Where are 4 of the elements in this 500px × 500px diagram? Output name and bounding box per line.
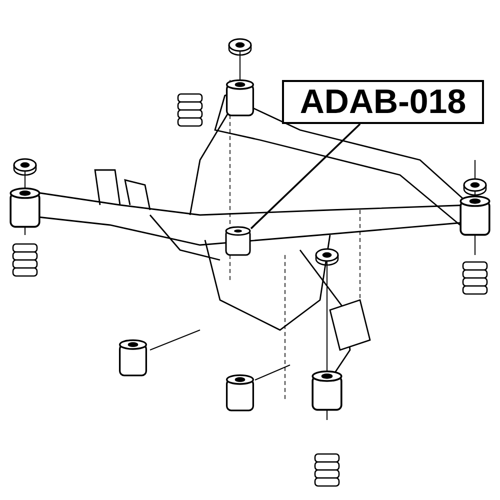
part-number: ADAB-018 [300, 85, 466, 119]
bushing [225, 226, 251, 256]
leader-line [250, 123, 361, 230]
part-number-box [282, 80, 484, 124]
